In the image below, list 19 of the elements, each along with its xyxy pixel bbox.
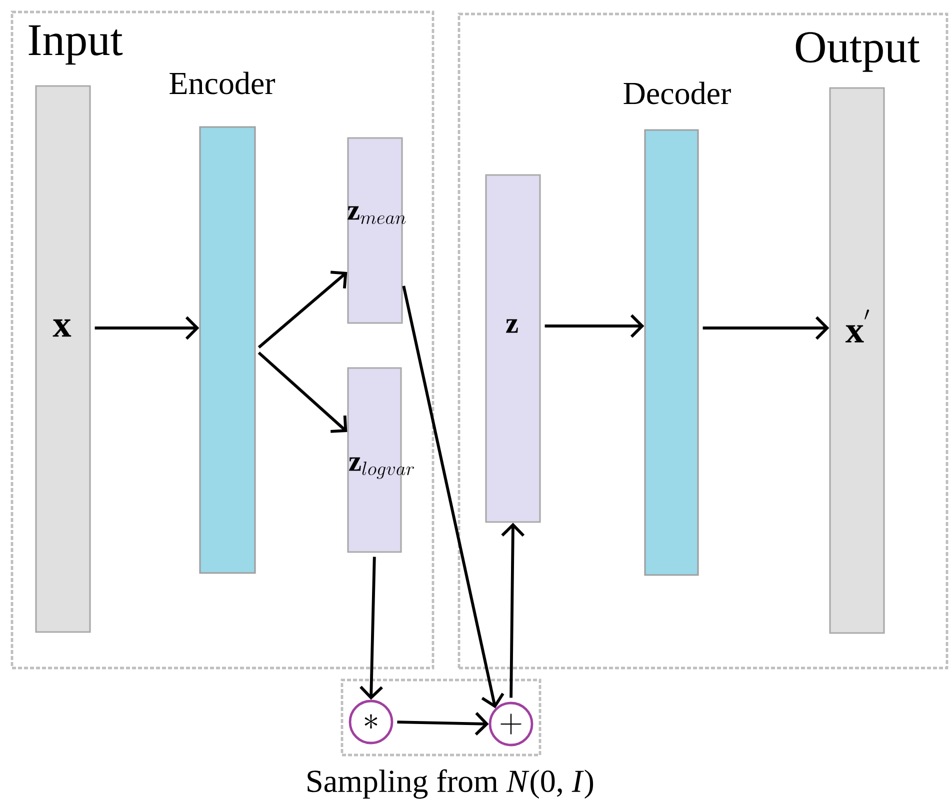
layer-bar: $\mathbf{z}_{mean}$: [347, 137, 406, 324]
layer-bar: Decoder: [624, 82, 731, 576]
layer-bar: $\mathbf{z}_{logvar}$: [347, 367, 414, 553]
node-label: Decoder: [624, 82, 731, 104]
arrow: [702, 316, 830, 340]
arrow: [258, 352, 348, 433]
layer-bar: $\mathbf{x}$: [35, 85, 91, 633]
arrow: [501, 522, 525, 698]
arrow: [402, 286, 504, 708]
layer-bar: $\mathbf{x}^{'}$: [829, 87, 885, 634]
arrow: [544, 314, 644, 338]
arrow: [94, 316, 200, 340]
layer-bar: Encoder: [170, 72, 276, 574]
node-label: Encoder: [170, 72, 276, 94]
layer-bar: $\mathbf{z}$: [485, 174, 541, 523]
arrow: [397, 712, 489, 736]
arrow: [360, 556, 383, 700]
arrow: [258, 270, 348, 349]
node-label: Sampling from N(0, I): [308, 769, 594, 799]
